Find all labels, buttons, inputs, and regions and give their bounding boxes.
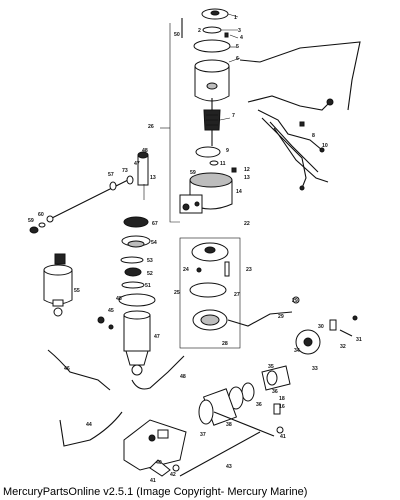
callout-9: 9 — [226, 148, 229, 154]
callout-55: 55 — [74, 288, 80, 294]
callout-30: 30 — [318, 324, 324, 330]
washers-left — [29, 175, 134, 234]
callout-50: 50 — [174, 32, 180, 38]
callout-41b: 41 — [280, 434, 286, 440]
callout-16: 16 — [279, 404, 285, 410]
callout-59: 59 — [28, 218, 34, 224]
callout-43: 43 — [226, 464, 232, 470]
callout-6: 6 — [236, 56, 239, 62]
callout-60: 60 — [38, 212, 44, 218]
callout-48b: 48 — [180, 374, 186, 380]
callout-48c: 48 — [116, 296, 122, 302]
manual-release-valve — [292, 296, 358, 355]
callout-73: 73 — [122, 168, 128, 174]
exploded-parts-diagram: 1 2 3 4 5 6 7 8 9 10 11 12 13 14 16 18 2… — [28, 8, 362, 484]
trim-cylinder-left — [43, 253, 73, 317]
callout-31: 31 — [356, 337, 362, 343]
callout-54: 54 — [151, 240, 157, 246]
callout-46: 46 — [64, 366, 70, 372]
callout-22: 22 — [244, 221, 250, 227]
callout-34: 34 — [294, 348, 300, 354]
center-stack — [120, 216, 151, 289]
callout-24: 24 — [183, 267, 189, 273]
callout-57: 57 — [108, 172, 114, 178]
callout-12: 12 — [244, 167, 250, 173]
pump-body — [179, 167, 237, 214]
callout-13: 13 — [244, 175, 250, 181]
callout-29b: 29 — [292, 298, 298, 304]
callout-23: 23 — [246, 267, 252, 273]
callout-48: 48 — [142, 148, 148, 154]
callout-35: 35 — [268, 364, 274, 370]
valve-body-assembly — [179, 237, 293, 349]
callout-40: 40 — [156, 460, 162, 466]
callout-5: 5 — [236, 44, 239, 50]
hydraulic-line-48 — [131, 355, 185, 390]
callout-33: 33 — [312, 366, 318, 372]
callout-42: 42 — [170, 472, 176, 478]
callout-53: 53 — [147, 258, 153, 264]
callout-13b: 13 — [150, 175, 156, 181]
callout-41: 41 — [150, 478, 156, 484]
callout-29: 29 — [278, 314, 284, 320]
callout-10: 10 — [322, 143, 328, 149]
reservoir-lower — [198, 365, 291, 437]
callout-51: 51 — [145, 283, 151, 289]
callout-59b: 59 — [190, 170, 196, 176]
tilt-cylinder — [97, 293, 156, 376]
callout-47: 47 — [154, 334, 160, 340]
callout-28: 28 — [222, 341, 228, 347]
callout-36: 36 — [272, 389, 278, 395]
reservoir-cap-assembly — [193, 8, 239, 53]
callout-26: 26 — [148, 124, 154, 130]
callout-45: 45 — [108, 308, 114, 314]
hydraulic-line-44 — [59, 411, 123, 447]
callout-8: 8 — [312, 133, 315, 139]
callout-7: 7 — [232, 113, 235, 119]
armature — [203, 98, 231, 146]
copyright-footer: MercuryPartsOnline v2.5.1 (Image Copyrig… — [3, 486, 308, 498]
manifold-bottom — [123, 419, 261, 477]
callout-52: 52 — [147, 271, 153, 277]
callout-1: 1 — [234, 15, 237, 21]
callout-4: 4 — [240, 35, 243, 41]
callout-11: 11 — [220, 161, 226, 167]
callout-14: 14 — [236, 189, 242, 195]
motor-housing — [194, 57, 241, 102]
callout-2: 2 — [198, 28, 201, 34]
trim-pin — [137, 151, 149, 200]
hydraulic-line-46 — [47, 349, 111, 391]
callout-27: 27 — [234, 292, 240, 298]
callout-36b: 36 — [256, 402, 262, 408]
callout-38: 38 — [226, 422, 232, 428]
callout-32: 32 — [340, 344, 346, 350]
callout-25: 25 — [174, 290, 180, 296]
callout-37: 37 — [200, 432, 206, 438]
wiring-harness — [239, 41, 361, 191]
callout-3: 3 — [238, 28, 241, 34]
callout-47b: 47 — [134, 161, 140, 167]
callout-67: 67 — [152, 221, 158, 227]
callout-44: 44 — [86, 422, 92, 428]
callout-18: 18 — [279, 396, 285, 402]
oring-and-washer — [195, 146, 221, 166]
